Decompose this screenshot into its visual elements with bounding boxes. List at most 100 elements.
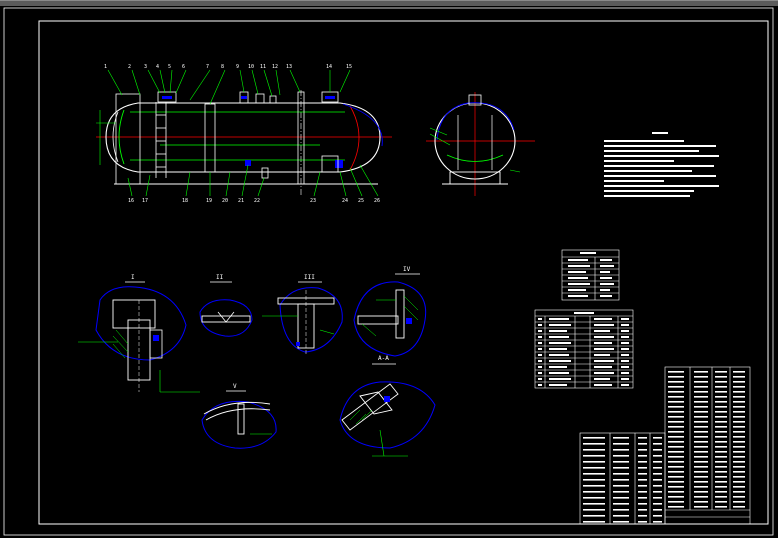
baffle-1 xyxy=(204,103,216,173)
svg-text:1: 1 xyxy=(104,64,107,70)
bom-cell-stroke xyxy=(668,456,684,458)
bom-cell-stroke xyxy=(733,441,745,443)
detail-view-1[interactable]: I xyxy=(78,274,200,393)
bom-cell-stroke xyxy=(668,496,684,498)
bom-cell-stroke xyxy=(715,396,727,398)
title-block-cell-stroke xyxy=(613,473,629,475)
vessel-end-view[interactable] xyxy=(426,92,535,196)
detail-4-blue-marker xyxy=(406,318,412,324)
detail-4-vertical-plate xyxy=(395,289,405,339)
title-block-cell-stroke xyxy=(638,515,647,517)
detail-view-3[interactable]: III xyxy=(262,274,343,356)
bom-cell-stroke xyxy=(694,446,708,448)
svg-text:25: 25 xyxy=(358,198,364,204)
svg-text:22: 22 xyxy=(254,198,260,204)
bom-cell-stroke xyxy=(715,436,727,438)
title-block-cell-stroke xyxy=(613,521,629,523)
vessel-left-head xyxy=(118,109,125,165)
bom-cell-stroke xyxy=(733,486,745,488)
bom-cell-stroke xyxy=(733,446,745,448)
bill-of-materials-table xyxy=(664,366,751,525)
bom-cell-stroke xyxy=(668,406,684,408)
title-block-cell-stroke xyxy=(638,443,647,445)
svg-text:5: 5 xyxy=(168,64,171,70)
bom-cell-stroke xyxy=(733,471,745,473)
detail-2-blue-boundary xyxy=(199,299,253,337)
detail-4-label: IV xyxy=(403,266,411,273)
bom-cell-stroke xyxy=(668,466,684,468)
detail-5-stud xyxy=(237,403,245,435)
svg-text:21: 21 xyxy=(238,198,244,204)
title-block-cell-stroke xyxy=(638,509,647,511)
bom-cell-stroke xyxy=(715,456,727,458)
detail-4-hatching xyxy=(361,295,419,337)
bom-cell-stroke xyxy=(668,476,684,478)
svg-text:10: 10 xyxy=(248,64,254,70)
title-block-cell-stroke xyxy=(583,503,605,505)
bom-cell-stroke xyxy=(668,376,684,378)
bom-cell-stroke xyxy=(733,381,745,383)
design-data-table xyxy=(561,249,620,301)
bom-cell-stroke xyxy=(668,481,684,483)
title-block-cell-stroke xyxy=(583,467,605,469)
bom-cell-stroke xyxy=(715,471,727,473)
title-block xyxy=(579,432,666,525)
title-block-cell-stroke xyxy=(583,449,605,451)
svg-text:7: 7 xyxy=(206,64,209,70)
bom-cell-stroke xyxy=(733,451,745,453)
bom-cell-stroke xyxy=(733,426,745,428)
bom-cell-stroke xyxy=(715,421,727,423)
title-block-cell-stroke xyxy=(583,497,605,499)
bom-cell-stroke xyxy=(715,371,727,373)
bom-cell-stroke xyxy=(715,401,727,403)
bom-cell-stroke xyxy=(715,451,727,453)
bom-cell-stroke xyxy=(668,501,684,503)
detail-1-hatching xyxy=(112,329,129,359)
bom-cell-stroke xyxy=(694,456,708,458)
bom-cell-stroke xyxy=(715,446,727,448)
svg-text:14: 14 xyxy=(326,64,332,70)
title-block-cell-stroke xyxy=(613,479,629,481)
section-a-a-label: A-A xyxy=(378,355,389,362)
detail-3-leaders xyxy=(262,315,335,335)
bom-cell-stroke xyxy=(694,481,708,483)
title-block-cell-stroke xyxy=(653,485,662,487)
bom-cell-stroke xyxy=(694,501,708,503)
end-view-inner xyxy=(446,154,504,162)
bom-cell-stroke xyxy=(668,451,684,453)
bom-cell-stroke xyxy=(715,381,727,383)
svg-text:15: 15 xyxy=(346,64,352,70)
left-saddle-frame xyxy=(115,93,141,185)
section-a-a[interactable]: A-A xyxy=(339,355,436,457)
detail-view-2[interactable]: II xyxy=(199,274,253,337)
nozzle-flanges xyxy=(162,96,343,168)
svg-text:3: 3 xyxy=(144,64,147,70)
title-block-cell-stroke xyxy=(613,443,629,445)
bom-cell-stroke xyxy=(715,376,727,378)
bom-cell-stroke xyxy=(715,431,727,433)
bom-cell-stroke xyxy=(733,421,745,423)
nozzle-table xyxy=(534,309,634,389)
detail-4-blue-boundary xyxy=(353,281,427,357)
title-block-cell-stroke xyxy=(653,503,662,505)
bom-cell-stroke xyxy=(668,416,684,418)
title-block-cell-stroke xyxy=(653,449,662,451)
bom-cell-stroke xyxy=(694,421,708,423)
bom-cell-stroke xyxy=(733,436,745,438)
cad-viewport[interactable] xyxy=(0,6,778,538)
title-block-cell-stroke xyxy=(653,515,662,517)
detail-view-5[interactable]: V xyxy=(201,383,277,449)
bom-cell-stroke xyxy=(694,416,708,418)
bom-cell-stroke xyxy=(733,491,745,493)
detail-view-4[interactable]: IV xyxy=(353,266,427,357)
detail-3-label: III xyxy=(304,274,315,281)
drawing-outer-border xyxy=(3,7,774,536)
title-block-cell-stroke xyxy=(653,443,662,445)
bom-cell-stroke xyxy=(694,386,708,388)
title-block-cell-stroke xyxy=(653,491,662,493)
title-block-cell-stroke xyxy=(638,467,647,469)
title-block-cell-stroke xyxy=(653,521,662,523)
